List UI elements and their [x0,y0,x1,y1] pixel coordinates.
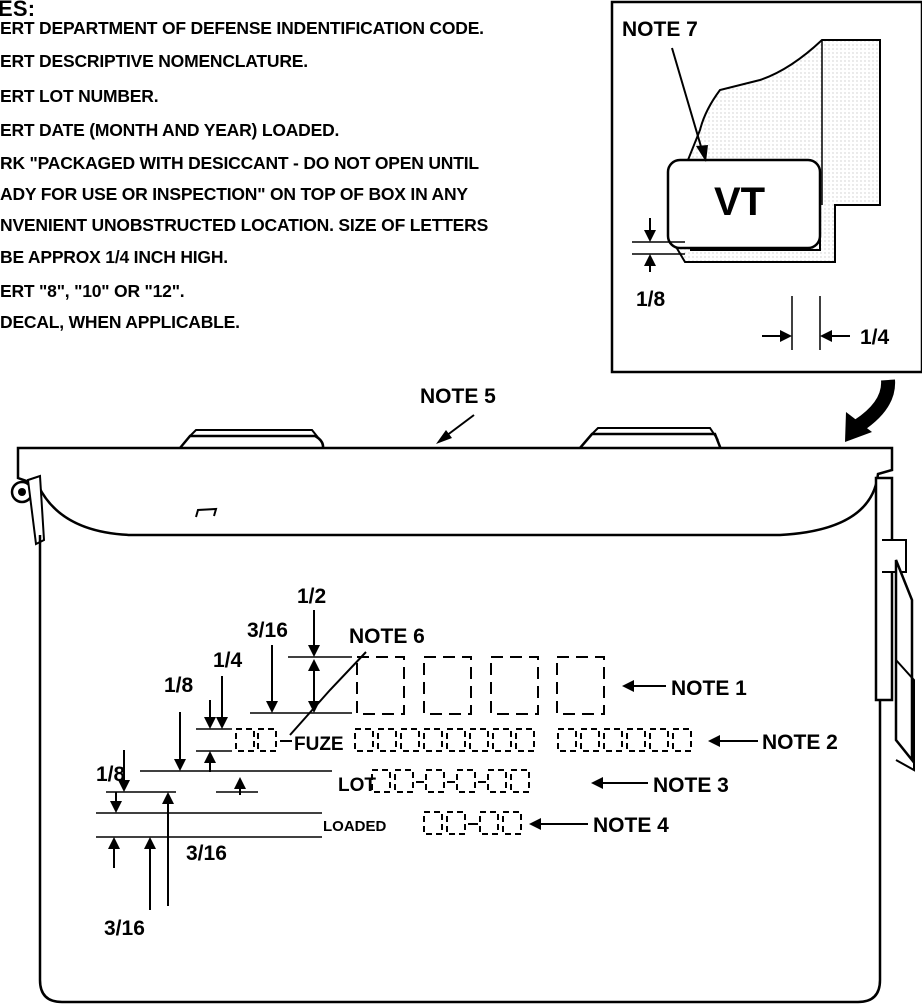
lot-label: LOT [338,775,376,796]
fuze-label: FUZE [294,734,344,755]
note-line-9: ERT "8", "10" OR "12". [0,281,185,301]
marking-row-4: LOADED [323,811,522,835]
note-line-1: ERT DEPARTMENT OF DEFENSE INDENTIFICATIO… [0,18,484,38]
inset-pointer-arrow [854,379,896,432]
note-1-label: NOTE 1 [671,677,747,700]
note-6-label: NOTE 6 [349,625,425,648]
dim-3-16-bottom-label: 3/16 [104,917,145,940]
marking-row-1 [356,656,605,715]
note-7-label: NOTE 7 [622,18,698,41]
note-line-7: NVENIENT UNOBSTRUCTED LOCATION. SIZE OF … [0,215,489,235]
inset-eighth-arrow-up [644,254,656,266]
dim-eighth-top-label: 1/8 [164,674,194,697]
marking-row-3: LOT [338,769,530,796]
dim-half-label: 1/2 [297,585,326,608]
note-line-4: ERT DATE (MONTH AND YEAR) LOADED. [0,120,340,140]
dim-quarter-label: 1/4 [213,649,243,672]
inset-detail: VT NOTE 7 1/8 1/4 [610,0,922,374]
inset-eighth-arrow-down [644,230,656,242]
note-4-label: NOTE 4 [593,814,669,837]
notes-heading: ES: [0,0,36,21]
latch-right [874,476,894,702]
note-3-label: NOTE 3 [653,774,729,797]
decal-label: VT [714,180,765,224]
inset-quarter-label: 1/4 [860,326,890,349]
note-5-label: NOTE 5 [420,385,496,408]
note-line-2: ERT DESCRIPTIVE NOMENCLATURE. [0,51,308,71]
note-line-10: DECAL, WHEN APPLICABLE. [0,312,240,332]
inset-quarter-arrow-right [780,330,792,342]
marking-row-2: FUZE [235,728,692,755]
note-7-arrowhead [696,145,708,162]
note-line-6: ADY FOR USE OR INSPECTION" ON TOP OF BOX… [0,184,468,204]
note-line-5: RK "PACKAGED WITH DESICCANT - DO NOT OPE… [0,153,479,173]
vt-decal [666,158,822,250]
box-body [38,500,882,1004]
loaded-label: LOADED [323,818,387,835]
note-line-8: BE APPROX 1/4 INCH HIGH. [0,247,228,267]
box-lid [16,446,894,537]
ammo-box [10,427,915,1004]
dimension-lines: 1/2 3/16 1/4 1/8 3/16 1/8 [96,585,352,940]
dim-3-16-mid-label: 3/16 [186,842,227,865]
note-line-3: ERT LOT NUMBER. [0,86,159,106]
notes-block: ES: ERT DEPARTMENT OF DEFENSE INDENTIFIC… [0,0,600,360]
inset-quarter-arrow-left [820,330,832,342]
note-2-label: NOTE 2 [762,731,838,754]
dim-3-16-top-label: 3/16 [247,619,288,642]
inset-eighth-label: 1/8 [636,288,666,311]
